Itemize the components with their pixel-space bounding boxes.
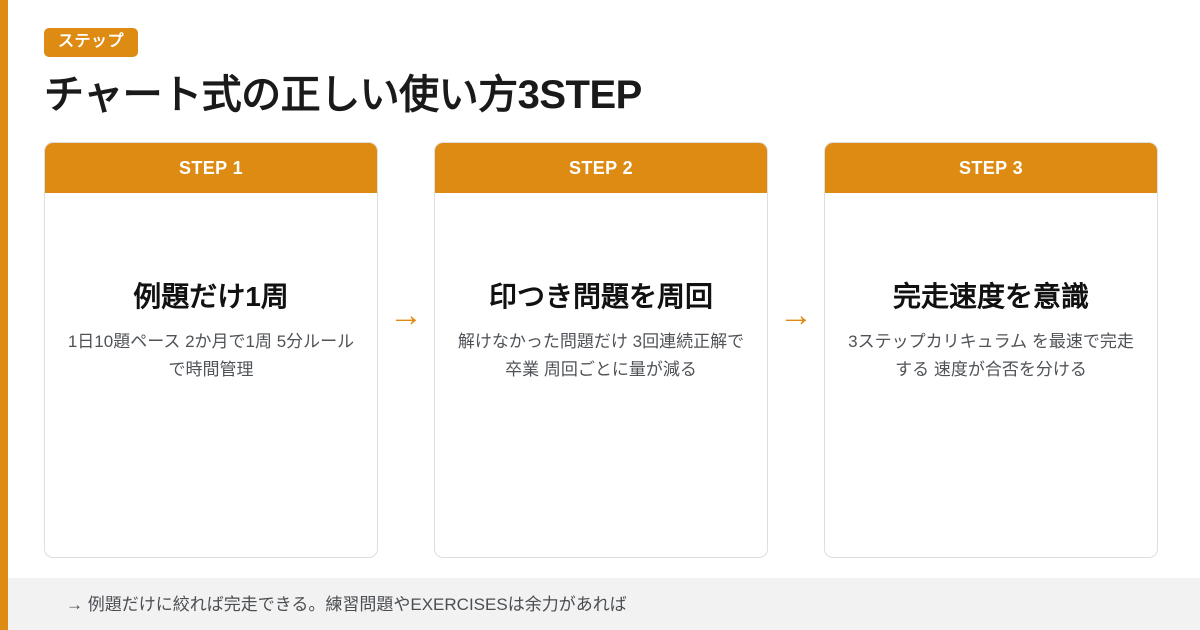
header: ステップ チャート式の正しい使い方3STEP — [44, 28, 1164, 117]
arrow-right-icon-2: → — [779, 296, 813, 334]
page-title: チャート式の正しい使い方3STEP — [44, 73, 642, 117]
step-card-1-header: STEP 1 — [45, 143, 377, 193]
step-card-1[interactable]: STEP 1 例題だけ1周 1日10題ペース 2か月で1周 5分ルールで時間管理 — [44, 142, 378, 558]
step-card-3[interactable]: STEP 3 完走速度を意識 3ステップカリキュラム を最速で完走する 速度が合… — [824, 142, 1158, 558]
step-card-3-header: STEP 3 — [825, 143, 1157, 193]
arrow-right-icon-1: → — [389, 296, 423, 334]
step-card-2[interactable]: STEP 2 印つき問題を周回 解けなかった問題だけ 3回連続正解で卒業 周回ご… — [434, 142, 768, 558]
step-card-2-heading: 印つき問題を周回 — [488, 280, 713, 312]
footer-note-bar: → 例題だけに絞れば完走できる。練習問題やEXERCISESは余力があれば — [0, 578, 1200, 630]
step-card-1-heading: 例題だけ1周 — [133, 280, 289, 312]
left-accent-bar — [0, 0, 8, 630]
step-card-2-text: 解けなかった問題だけ 3回連続正解で卒業 周回ごとに量が減る — [457, 331, 745, 379]
step-card-2-header: STEP 2 — [435, 143, 767, 193]
step-card-2-body: 印つき問題を周回 解けなかった問題だけ 3回連続正解で卒業 周回ごとに量が減る — [435, 193, 767, 557]
section-badge: ステップ — [44, 28, 139, 57]
step-card-1-text: 1日10題ペース 2か月で1周 5分ルールで時間管理 — [67, 331, 355, 379]
step-card-3-body: 完走速度を意識 3ステップカリキュラム を最速で完走する 速度が合否を分ける — [825, 193, 1157, 557]
step-card-3-heading: 完走速度を意識 — [892, 280, 1089, 312]
steps-row: STEP 1 例題だけ1周 1日10題ペース 2か月で1周 5分ルールで時間管理… — [44, 142, 1158, 558]
step-card-1-body: 例題だけ1周 1日10題ペース 2か月で1周 5分ルールで時間管理 — [45, 193, 377, 557]
step-card-3-text: 3ステップカリキュラム を最速で完走する 速度が合否を分ける — [848, 331, 1134, 379]
footer-accent-bar — [0, 578, 8, 630]
footer-note-text: → 例題だけに絞れば完走できる。練習問題やEXERCISESは余力があれば — [66, 594, 627, 614]
